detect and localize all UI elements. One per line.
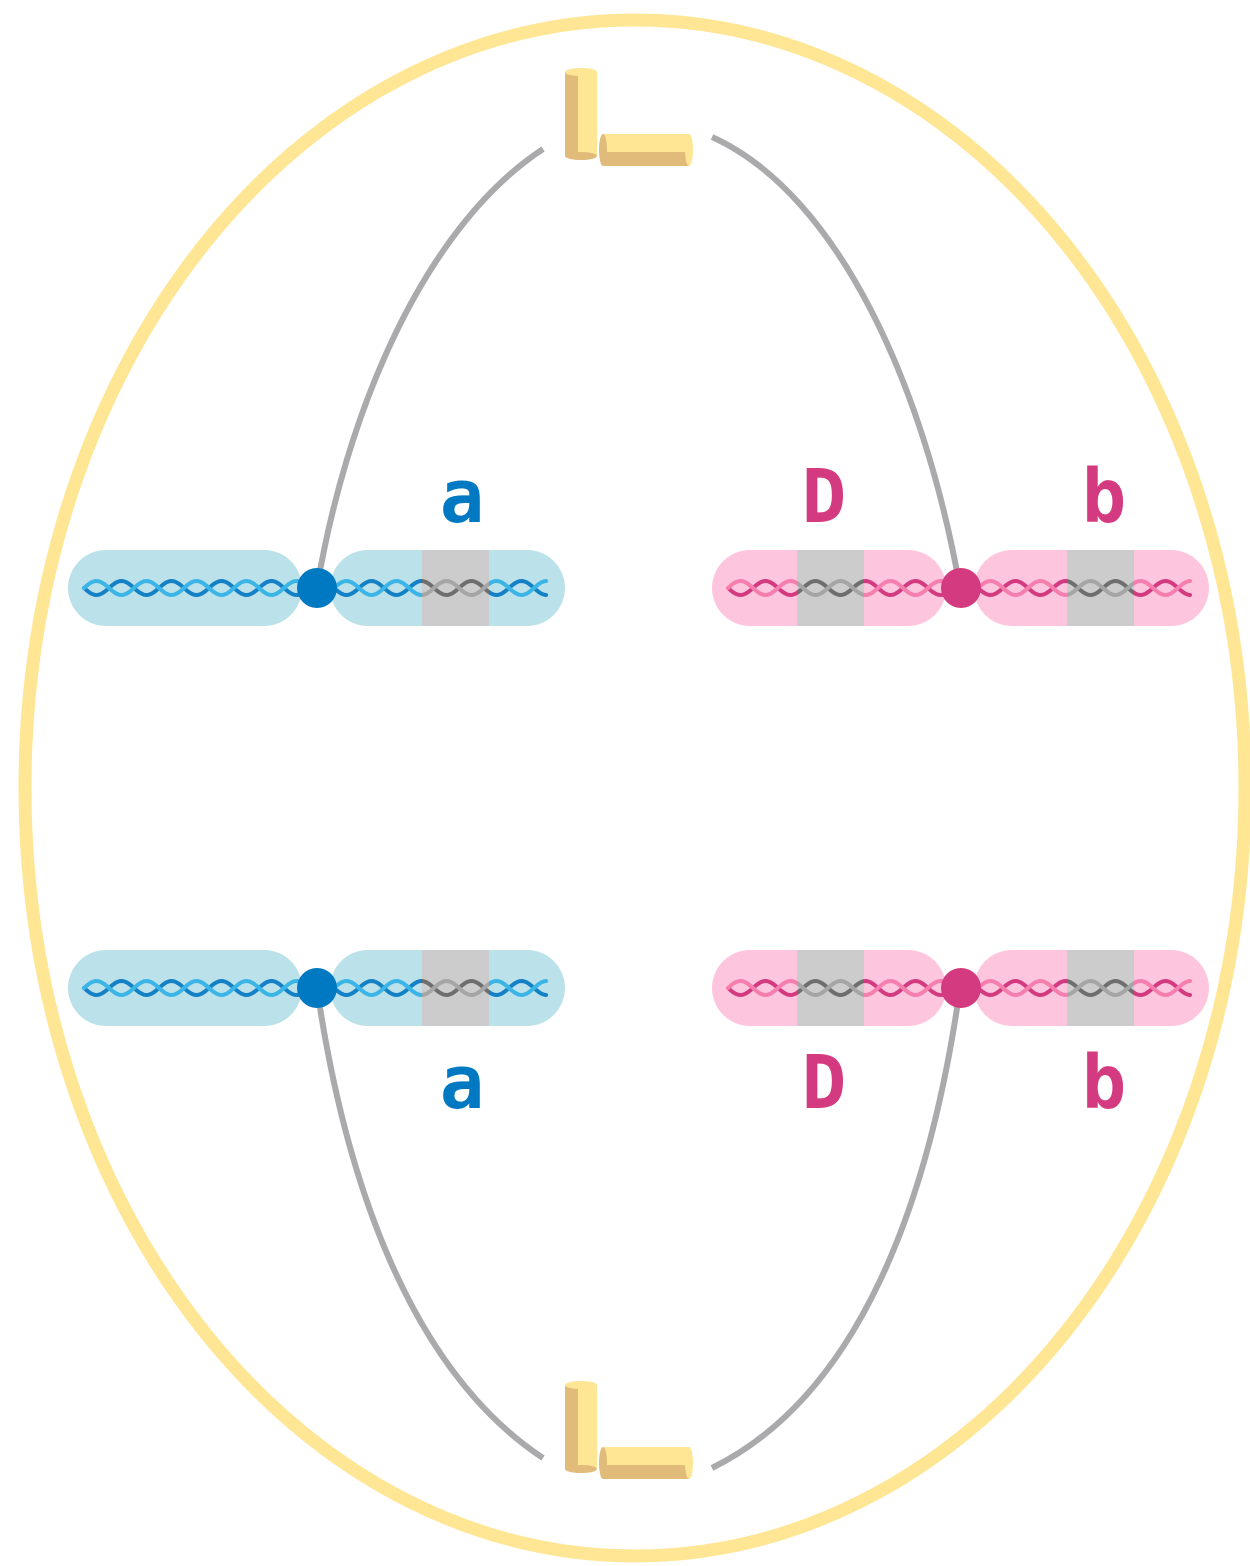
chromosome-pink-lower [712,950,1209,1026]
centromere [297,968,337,1008]
dna-strand-gene [797,578,864,598]
spindle-fiber-lower-left [314,987,545,1461]
dna-strand-gene [797,578,864,598]
dna-strand-gene [422,578,489,598]
centromere [941,568,981,608]
centromere [941,968,981,1008]
dna-strand-gene [422,578,489,598]
allele-label-lower-blue: a [440,1040,485,1126]
dna-strand-gene [422,978,489,998]
spindle-fiber-upper-left [314,146,545,589]
allele-label-upper-pink-right: b [1082,454,1127,540]
spindle-fiber-upper-right [710,134,963,589]
chromosome-blue-upper [68,550,565,626]
dna-strand-gene [1067,978,1134,998]
dna-strand-gene [1067,978,1134,998]
centromere [297,568,337,608]
centriole-bottom [565,1381,693,1479]
allele-label-lower-pink-left: D [802,1040,847,1126]
allele-label-lower-pink-right: b [1082,1040,1127,1126]
dna-strand-gene [1067,578,1134,598]
cell-membrane [18,13,1250,1563]
allele-label-upper-blue: a [440,454,485,540]
dna-strand-gene [797,978,864,998]
dna-strand-gene [422,978,489,998]
dna-strand-gene [797,978,864,998]
chromosomes [68,550,1209,1026]
centriole-top [565,68,693,166]
spindle-fiber-lower-right [710,987,963,1471]
allele-label-upper-pink-left: D [802,454,847,540]
chromosome-blue-lower [68,950,565,1026]
chromosome-pink-upper [712,550,1209,626]
dna-strand-gene [1067,578,1134,598]
spindle-fibers [314,134,963,1471]
